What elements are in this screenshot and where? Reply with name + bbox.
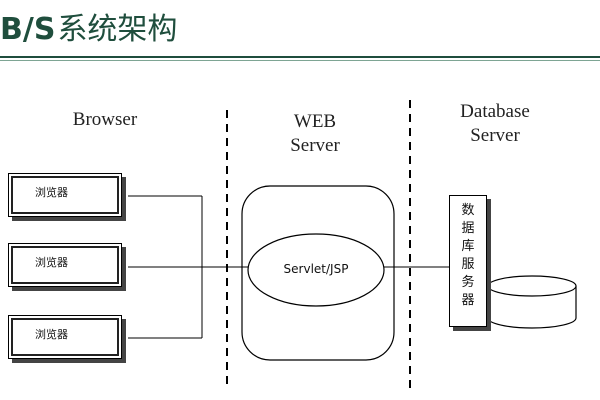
db-cylinder-body [487,286,577,329]
browser-box-3: 浏览器 [8,315,122,359]
db-server-tower: 数 据 库 服 务 器 [449,195,487,327]
db-char: 服 [461,257,475,272]
column-label-database: Database Server [460,101,530,146]
browser-box-2: 浏览器 [8,243,122,287]
db-char: 库 [461,239,475,254]
db-char: 务 [461,275,475,290]
title-rule [0,56,600,58]
db-char: 据 [461,221,475,236]
db-char: 数 [461,203,475,218]
browser-box-label: 浏览器 [35,328,68,341]
servlet-label: Servlet/JSP [283,262,349,276]
title-prefix: B/S [0,12,56,47]
title-text: 系统架构 [57,12,178,47]
title-rule-thin [0,60,600,61]
browser-box-1: 浏览器 [8,173,122,217]
db-char: 器 [461,293,475,308]
page-title: B/S系统架构 [0,10,177,50]
browser-box-label: 浏览器 [35,186,68,199]
column-label-web: WEB Server [290,111,340,156]
browser-box-label: 浏览器 [35,256,68,269]
servlet-ellipse [247,233,385,307]
column-label-browser: Browser [72,109,138,130]
db-cylinder-top [487,275,577,297]
